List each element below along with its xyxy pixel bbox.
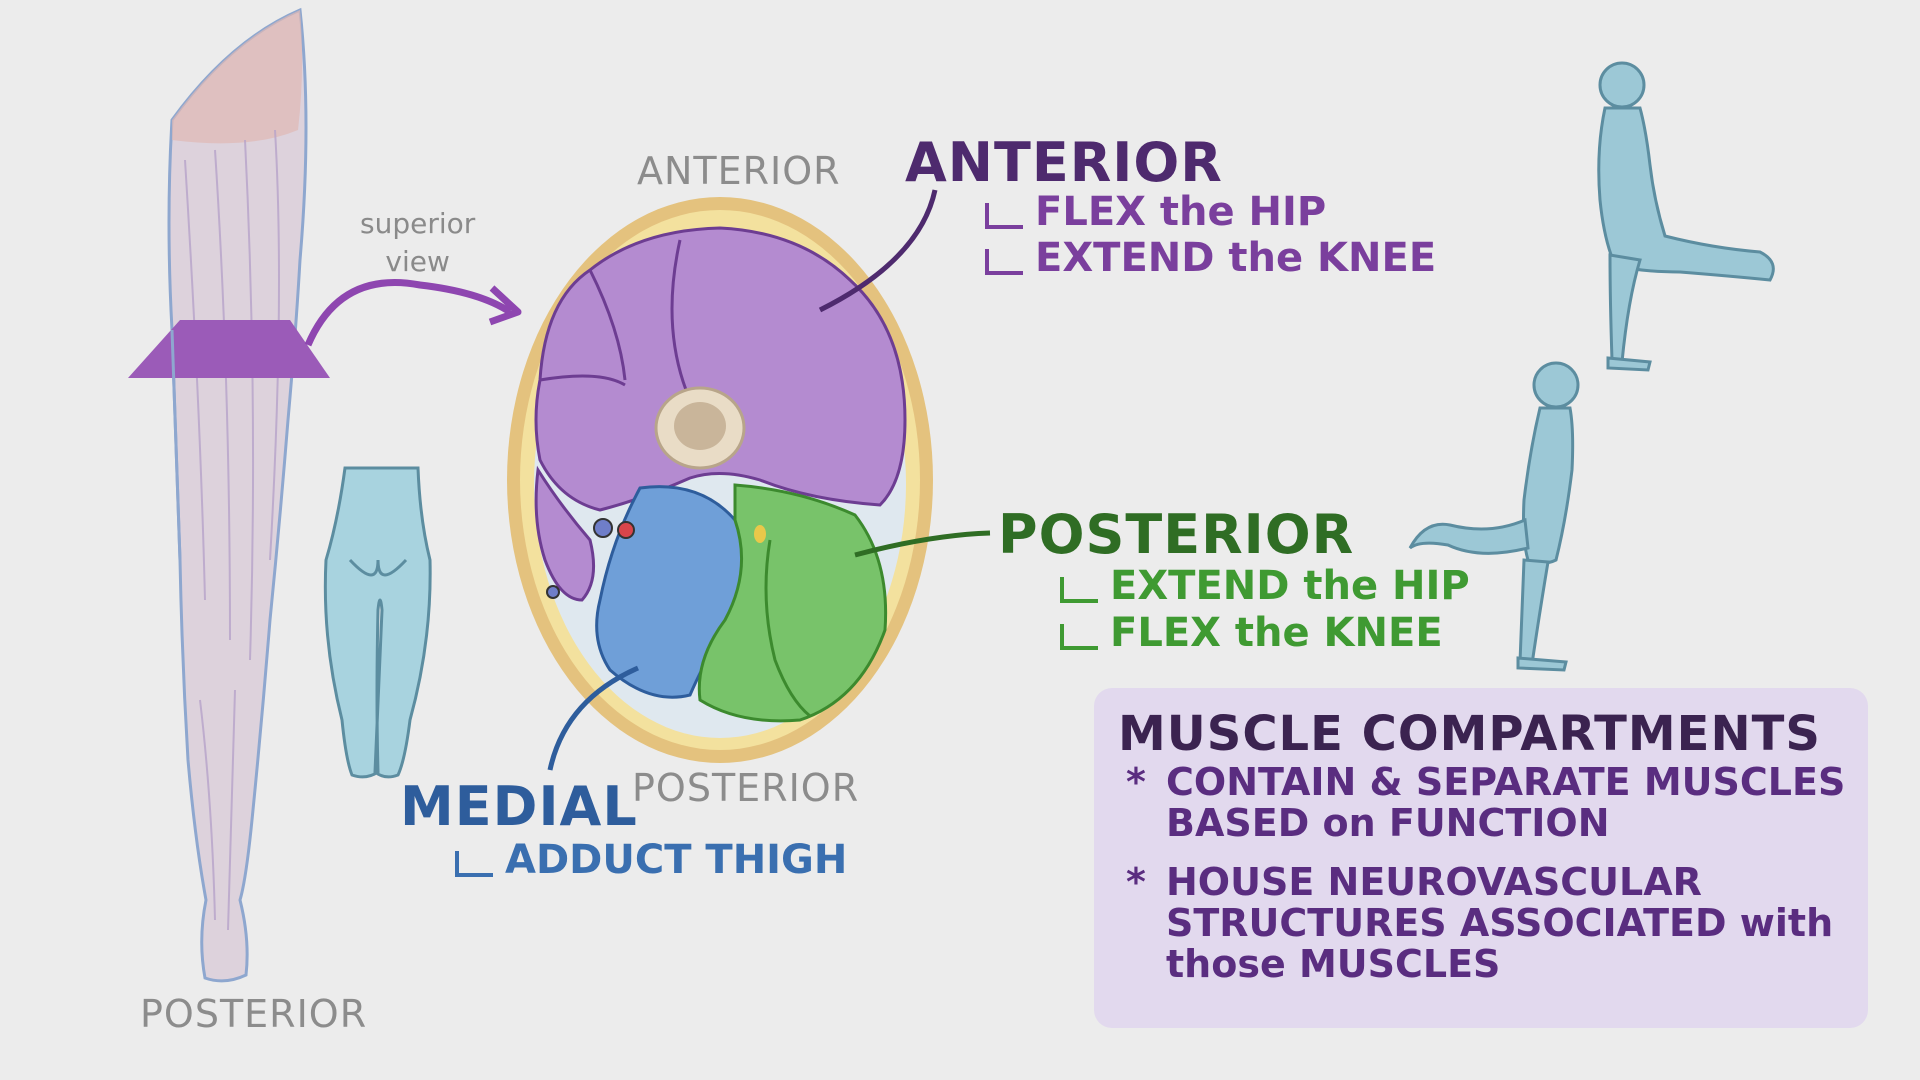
- muscle-compartments-box: MUSCLE COMPARTMENTS * CONTAIN & SEPARATE…: [1094, 688, 1868, 1028]
- info-bullet-2-line1: HOUSE NEUROVASCULAR: [1166, 860, 1702, 904]
- hips-back-view-icon: [323, 466, 432, 779]
- anterior-item-1: FLEX the HIP: [985, 192, 1326, 232]
- posterior-item-1: EXTEND the HIP: [1060, 566, 1470, 606]
- superior-view-line2: view: [385, 245, 450, 278]
- cross-section-posterior-label: POSTERIOR: [632, 766, 860, 810]
- posterior-leader: [854, 530, 991, 558]
- bullet-star-icon: *: [1126, 860, 1146, 904]
- leg-posterior-label: POSTERIOR: [140, 992, 368, 1036]
- thigh-cross-section-icon: [507, 197, 933, 763]
- info-bullet-1: * CONTAIN & SEPARATE MUSCLES BASED on FU…: [1126, 760, 1846, 845]
- info-bullet-2-line3: those MUSCLES: [1166, 942, 1501, 986]
- info-box-title: MUSCLE COMPARTMENTS: [1118, 706, 1821, 762]
- superior-view-arrow: [304, 279, 512, 347]
- medial-item-1: ADDUCT THIGH: [455, 840, 847, 880]
- figure-hip-flexion-icon: [1597, 61, 1775, 372]
- info-bullet-2: * HOUSE NEUROVASCULAR STRUCTURES ASSOCIA…: [1126, 860, 1834, 986]
- superior-view-label: superior view: [360, 205, 475, 281]
- anterior-title: ANTERIOR: [905, 131, 1223, 194]
- info-bullet-1-line1: CONTAIN & SEPARATE MUSCLES: [1166, 760, 1846, 804]
- figure-knee-flexion-icon: [1408, 361, 1580, 672]
- info-bullet-1-line2: BASED on FUNCTION: [1166, 801, 1610, 845]
- anterior-leader: [818, 189, 938, 313]
- anterior-item-2: EXTEND the KNEE: [985, 238, 1436, 278]
- cutting-plane: [128, 320, 330, 378]
- cross-section-anterior-label: ANTERIOR: [637, 149, 841, 193]
- medial-title: MEDIAL: [400, 775, 638, 838]
- superior-view-line1: superior: [360, 207, 476, 240]
- bullet-star-icon: *: [1126, 760, 1146, 804]
- posterior-leg-illustration-icon: [167, 7, 308, 983]
- posterior-title: POSTERIOR: [998, 503, 1355, 566]
- info-bullet-2-line2: STRUCTURES ASSOCIATED with: [1166, 901, 1834, 945]
- posterior-item-2: FLEX the KNEE: [1060, 613, 1443, 653]
- medial-leader: [547, 665, 640, 771]
